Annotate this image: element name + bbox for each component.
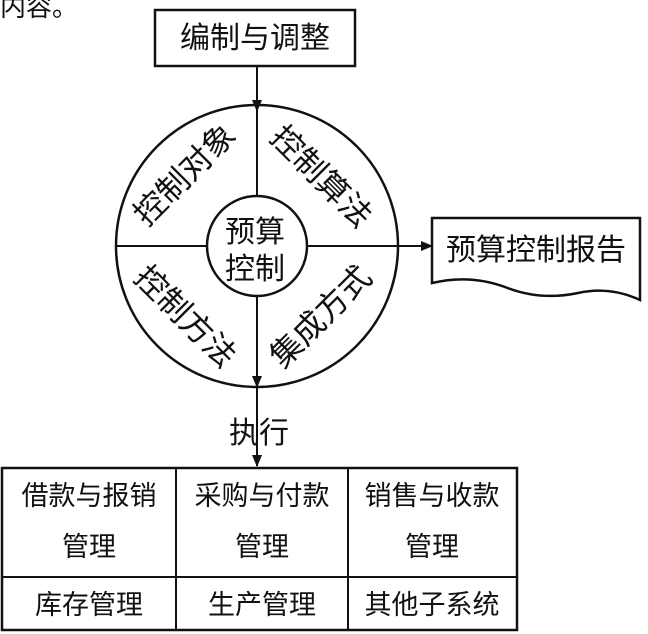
report-label: 预算控制报告 [446,233,626,268]
report-document-shape [430,216,642,302]
adjust-box-label: 编制与调整 [180,21,330,56]
table-cell-purchase-line2: 管理 [235,532,289,563]
execute-label: 执行 [229,416,289,451]
table-cell-other-subsystems: 其他子系统 [365,590,500,621]
modules-table [0,466,519,632]
table-cell-sales-line2: 管理 [405,532,459,563]
top-text-fragment: 内容。 [0,0,78,23]
table-cell-loan-line1: 借款与报销 [22,481,157,512]
table-cell-inventory: 库存管理 [35,590,143,621]
center-label-line1: 预算 [225,215,285,250]
table-cell-sales-line1: 销售与收款 [365,481,500,512]
inner-circle [205,194,309,298]
table-cell-production: 生产管理 [208,590,316,621]
center-label-line2: 控制 [225,252,285,287]
table-cell-loan-line2: 管理 [62,532,116,563]
adjust-box [153,8,357,68]
table-cell-purchase-line1: 采购与付款 [195,481,330,512]
